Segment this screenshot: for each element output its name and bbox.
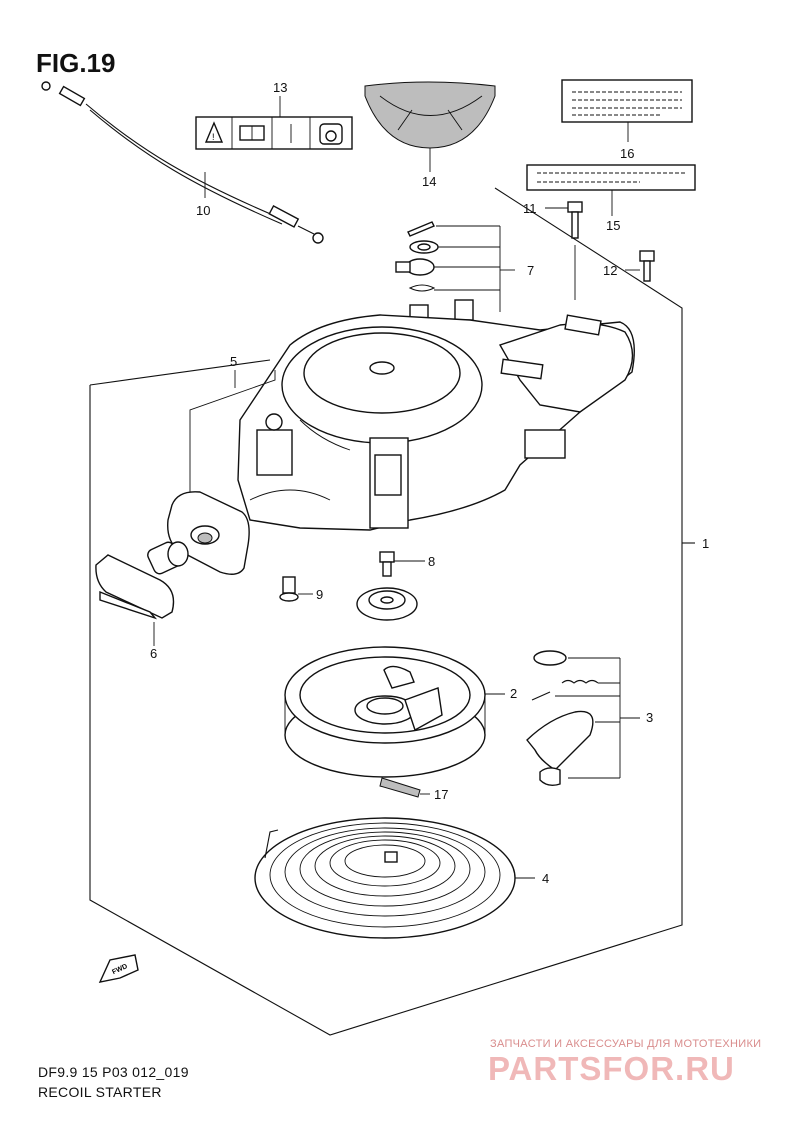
- retainer-plate-part: [356, 587, 418, 621]
- diagram-caption: RECOIL STARTER: [38, 1084, 162, 1100]
- callout-10: 10: [196, 203, 210, 218]
- pawl-spring-kit-part: [526, 650, 640, 787]
- callout-7: 7: [527, 263, 534, 278]
- starter-handle-part: [95, 541, 189, 646]
- label-15-part: [526, 164, 696, 216]
- callout-11: 11: [523, 201, 537, 216]
- assembly-outline: [89, 187, 695, 1036]
- svg-text:!: !: [212, 132, 215, 142]
- callout-1: 1: [702, 536, 709, 551]
- arc-decal-part: [364, 81, 496, 172]
- pin-washer-group-part: [395, 221, 515, 322]
- figure-title: FIG.19: [36, 48, 116, 78]
- callout-15: 15: [606, 218, 620, 233]
- callout-16: 16: [620, 146, 634, 161]
- callout-3: 3: [646, 710, 653, 725]
- callout-2: 2: [510, 686, 517, 701]
- part-callouts: 1 2 3 4 5 6 7 8 9 10 11 12 13 14 15 16 1…: [150, 80, 709, 886]
- label-16-part: [561, 79, 693, 142]
- callout-5: 5: [230, 354, 237, 369]
- callout-6: 6: [150, 646, 157, 661]
- bolt-9-part: [279, 576, 313, 602]
- watermark-logo: PARTSFOR.RU: [488, 1050, 735, 1087]
- callout-17: 17: [434, 787, 448, 802]
- model-code: DF9.9 15 P03 012_019: [38, 1064, 189, 1080]
- reel-pulley-part: [284, 646, 505, 798]
- callout-8: 8: [428, 554, 435, 569]
- callout-14: 14: [422, 174, 436, 189]
- bolt-11-part: [545, 201, 583, 300]
- recoil-spring-part: [254, 817, 535, 939]
- bolt-12-part: [625, 250, 655, 282]
- callout-12: 12: [603, 263, 617, 278]
- callout-4: 4: [542, 871, 549, 886]
- starter-housing-part: [237, 314, 635, 531]
- callout-9: 9: [316, 587, 323, 602]
- cable-part: [41, 81, 324, 244]
- callout-13: 13: [273, 80, 287, 95]
- bolt-8-part: [379, 551, 425, 577]
- watermark-tagline: ЗАПЧАСТИ И АКСЕССУАРЫ ДЛЯ МОТОТЕХНИКИ: [490, 1038, 762, 1050]
- fwd-arrow-icon: FWD: [98, 954, 139, 983]
- warning-label-part: !: [195, 96, 353, 150]
